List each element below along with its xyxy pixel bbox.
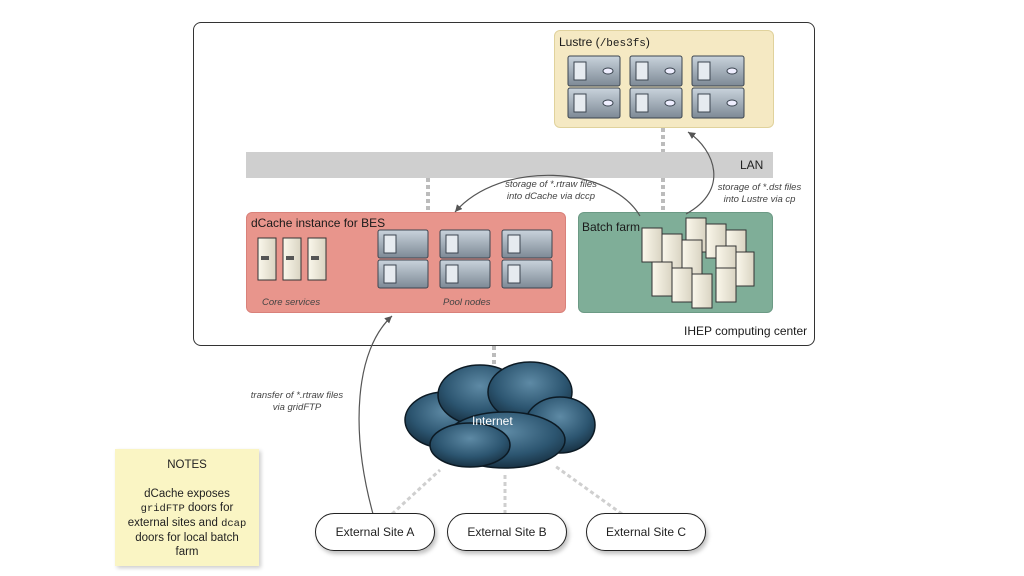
batch-farm-servers bbox=[641, 217, 755, 309]
pool-node-servers bbox=[377, 229, 553, 289]
internet-cloud bbox=[404, 361, 596, 469]
notes-box: NOTES dCache exposes gridFTP doors for e… bbox=[115, 449, 259, 566]
lustre-servers bbox=[567, 55, 745, 119]
external-site-c: External Site C bbox=[586, 513, 706, 551]
dst-storage-arrow bbox=[685, 131, 715, 215]
core-services-servers bbox=[257, 237, 327, 281]
batch-farm-title: Batch farm bbox=[582, 220, 641, 234]
external-site-a: External Site A bbox=[315, 513, 435, 551]
external-site-b: External Site B bbox=[447, 513, 567, 551]
lan-label: LAN bbox=[740, 158, 764, 172]
notes-heading: NOTES bbox=[167, 459, 207, 471]
site-connectors bbox=[390, 464, 623, 516]
lan-bar bbox=[246, 152, 773, 178]
core-services-label: Core services bbox=[262, 297, 321, 308]
gridftp-transfer-arrow bbox=[358, 315, 393, 515]
pool-nodes-label: Pool nodes bbox=[443, 297, 491, 308]
internet-label: Internet bbox=[472, 414, 513, 428]
rtraw-storage-arrow bbox=[454, 174, 641, 217]
dcache-title: dCache instance for BES bbox=[251, 216, 386, 230]
lustre-title: Lustre (/bes3fs) bbox=[559, 35, 650, 50]
computing-center-label: IHEP computing center bbox=[684, 324, 808, 338]
